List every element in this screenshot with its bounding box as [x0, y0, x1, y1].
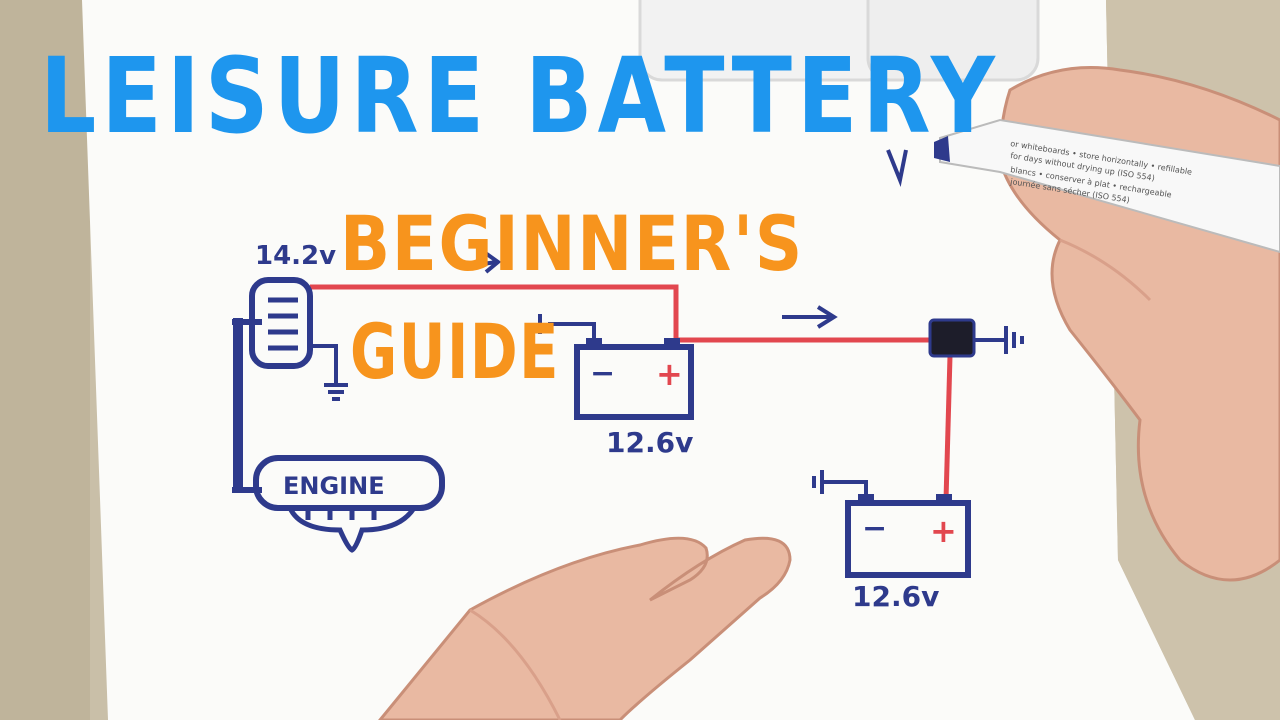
leisure-battery-voltage: 12.6v [852, 580, 939, 613]
flow-arrow-right [782, 305, 838, 329]
title-line-3: GUIDE [350, 307, 560, 396]
marker-pen [934, 118, 1280, 254]
wire-relay-to-leisure [943, 355, 953, 501]
leisure-plus: + [930, 512, 957, 550]
engine [253, 455, 445, 553]
leisure-battery [812, 470, 971, 578]
starter-plus: + [656, 355, 683, 393]
starter-minus: − [590, 356, 615, 391]
ink-mark [886, 149, 908, 187]
starter-battery-voltage: 12.6v [606, 426, 693, 459]
wire-alternator-to-starter [310, 284, 679, 347]
table-left-shadow [0, 0, 90, 720]
starter-battery [538, 314, 694, 420]
split-charge-relay [928, 318, 1024, 358]
bottom-hand [378, 536, 792, 720]
white-device-right [866, 0, 1040, 82]
leisure-minus: − [862, 511, 887, 546]
title-line-2: BEGINNER'S [340, 199, 804, 288]
title-line-1: LEISURE BATTERY [40, 35, 1000, 157]
engine-label: ENGINE [283, 472, 385, 500]
flow-arrow-top [454, 250, 502, 274]
alternator-voltage: 14.2v [255, 241, 336, 271]
alternator [249, 277, 348, 401]
